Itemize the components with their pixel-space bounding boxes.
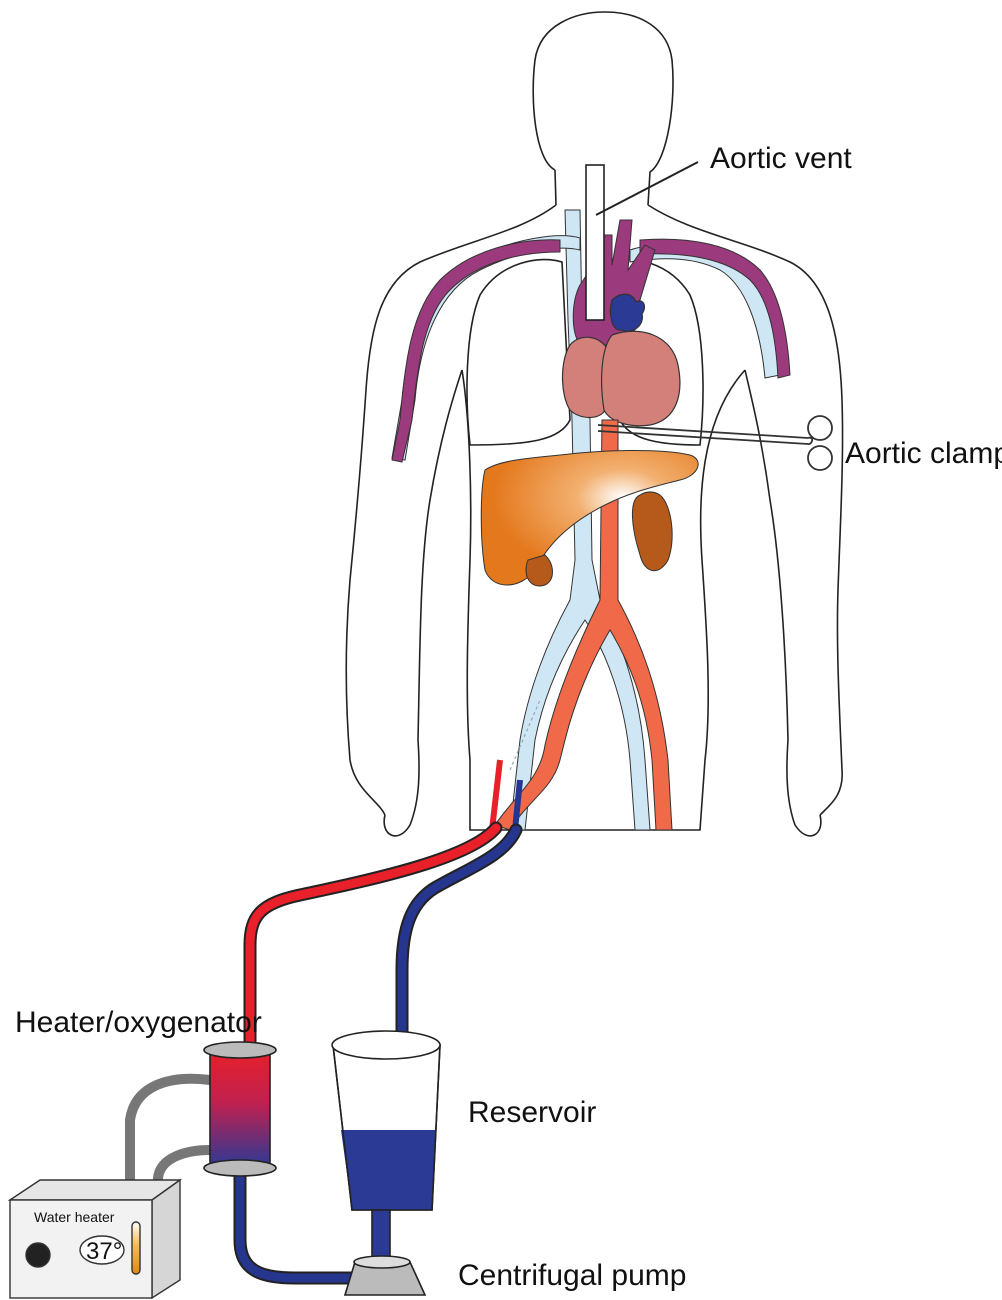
pump-return-line bbox=[240, 1170, 355, 1278]
body-outline bbox=[346, 12, 842, 836]
label-temperature: 37° bbox=[86, 1238, 122, 1265]
aortic-vent-tube bbox=[586, 165, 604, 320]
arterial-line bbox=[250, 828, 496, 1045]
water-lines bbox=[130, 1079, 210, 1190]
oxygenator-icon bbox=[204, 1042, 276, 1176]
label-centrifugal-pump: Centrifugal pump bbox=[458, 1259, 686, 1292]
pump-icon bbox=[345, 1256, 425, 1295]
label-water-heater: Water heater bbox=[34, 1209, 115, 1225]
reservoir-icon bbox=[332, 1031, 440, 1260]
label-heater-oxygenator: Heater/oxygenator bbox=[15, 1006, 262, 1039]
label-reservoir: Reservoir bbox=[468, 1096, 596, 1129]
kidney-icon bbox=[632, 492, 672, 571]
aortic-vent-pointer bbox=[596, 162, 698, 215]
label-aortic-vent: Aortic vent bbox=[710, 142, 852, 175]
label-aortic-clamp: Aortic clamp bbox=[845, 437, 1002, 470]
